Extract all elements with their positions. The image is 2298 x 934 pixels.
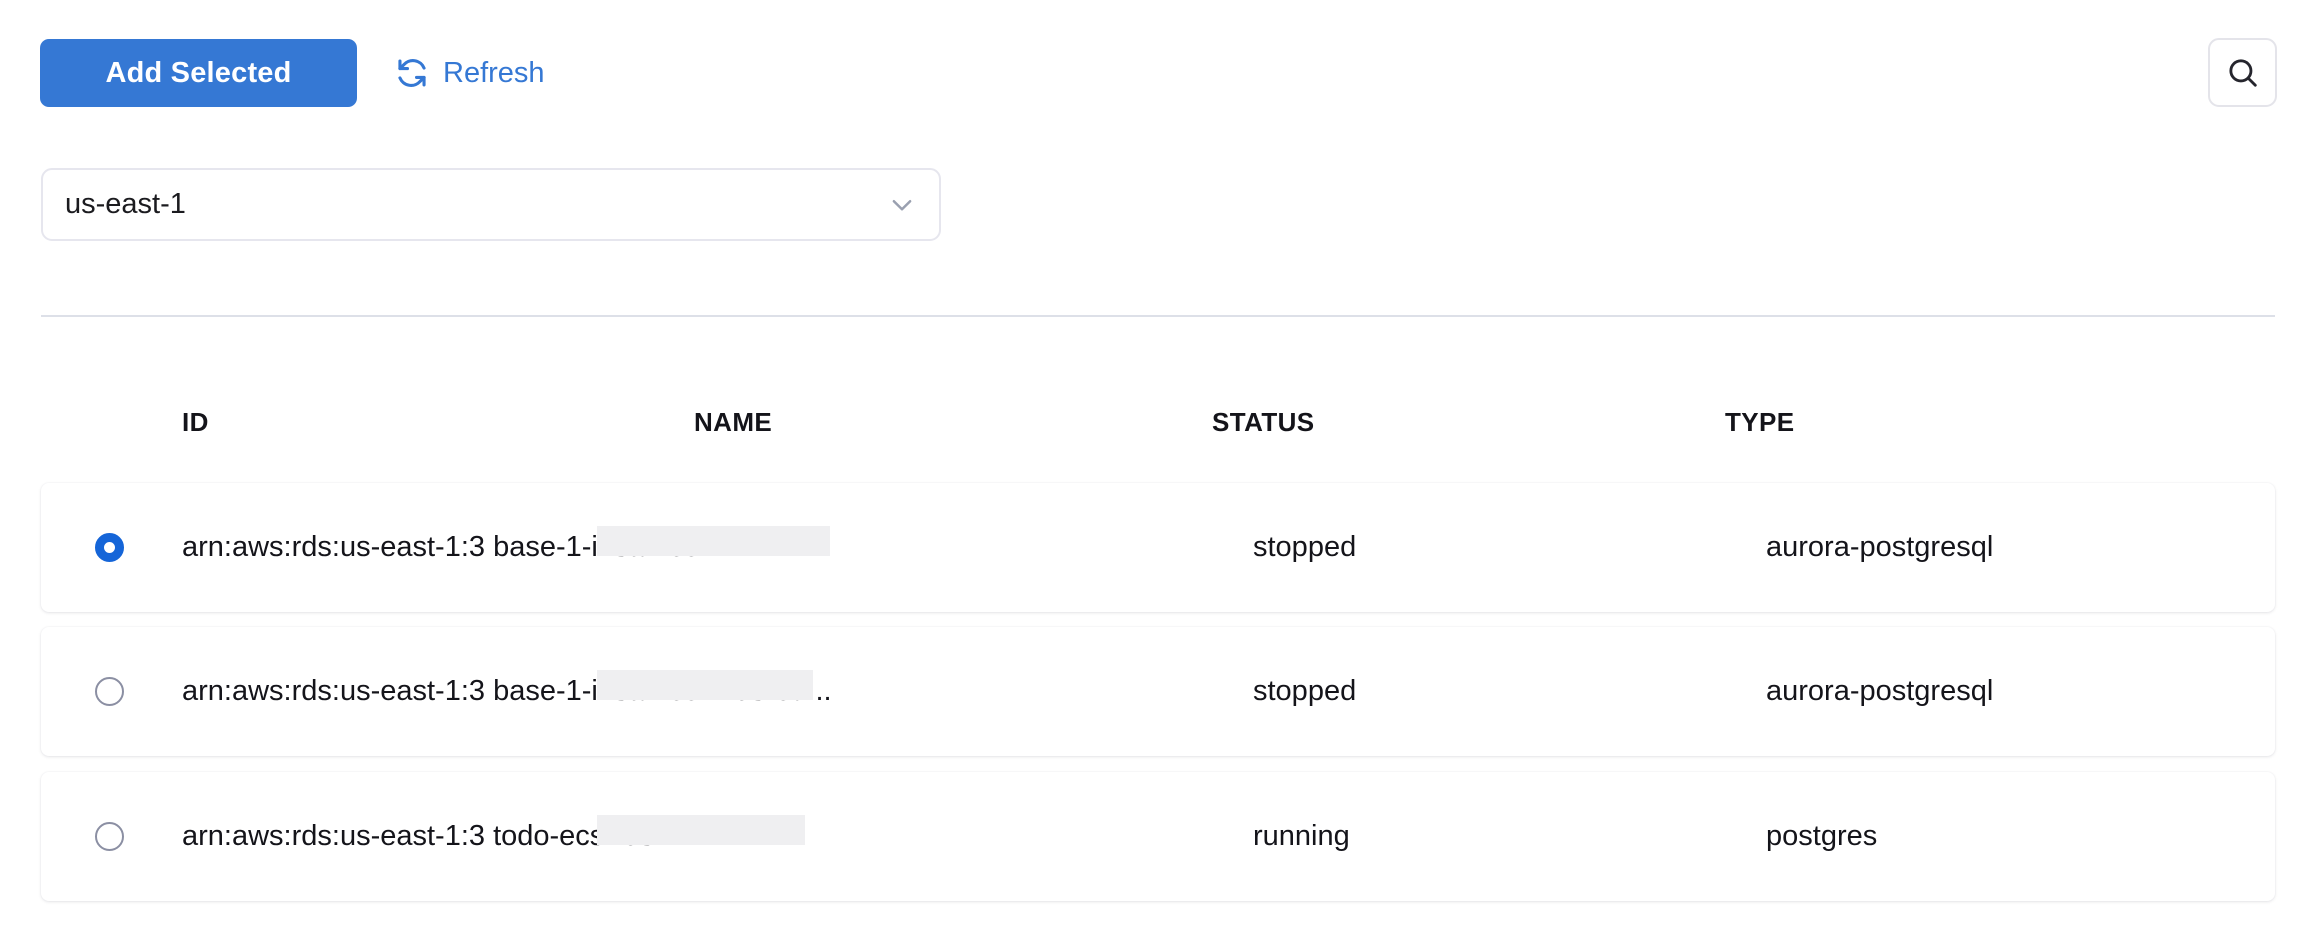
row-status: stopped (1253, 533, 1356, 562)
refresh-button[interactable]: Refresh (395, 48, 545, 98)
refresh-label: Refresh (443, 59, 545, 88)
column-header-type: TYPE (1725, 409, 1795, 435)
row-id: arn:aws:rds:us-east-1:3 base-1-instance-… (182, 677, 832, 706)
row-type: postgres (1766, 822, 1877, 851)
table-row[interactable]: arn:aws:rds:us-east-1:3 todo-ecs-rds run… (41, 772, 2275, 901)
row-type: aurora-postgresql (1766, 677, 1993, 706)
region-select[interactable]: us-east-1 (41, 168, 941, 241)
add-selected-button[interactable]: Add Selected (40, 39, 357, 107)
search-button[interactable] (2208, 38, 2277, 107)
row-radio-button[interactable] (95, 533, 124, 562)
refresh-icon (395, 56, 429, 90)
table-row[interactable]: arn:aws:rds:us-east-1:3 base-1-instance-… (41, 627, 2275, 756)
row-id: arn:aws:rds:us-east-1:3 base-1-instance-… (182, 533, 725, 562)
chevron-down-icon (887, 190, 917, 220)
row-status: running (1253, 822, 1350, 851)
search-icon (2225, 55, 2261, 91)
row-type: aurora-postgresql (1766, 533, 1993, 562)
row-status: stopped (1253, 677, 1356, 706)
row-radio-button[interactable] (95, 822, 124, 851)
toolbar: Add Selected Refresh (0, 0, 2298, 118)
row-radio-button[interactable] (95, 677, 124, 706)
table-row[interactable]: arn:aws:rds:us-east-1:3 base-1-instance-… (41, 483, 2275, 612)
table-header-row: ID NAME STATUS TYPE (0, 409, 2298, 453)
row-id: arn:aws:rds:us-east-1:3 todo-ecs-rds (182, 822, 654, 851)
region-select-value: us-east-1 (65, 190, 887, 219)
column-header-name: NAME (694, 409, 772, 435)
column-header-status: STATUS (1212, 409, 1315, 435)
section-divider (41, 315, 2275, 317)
column-header-id: ID (182, 409, 209, 435)
